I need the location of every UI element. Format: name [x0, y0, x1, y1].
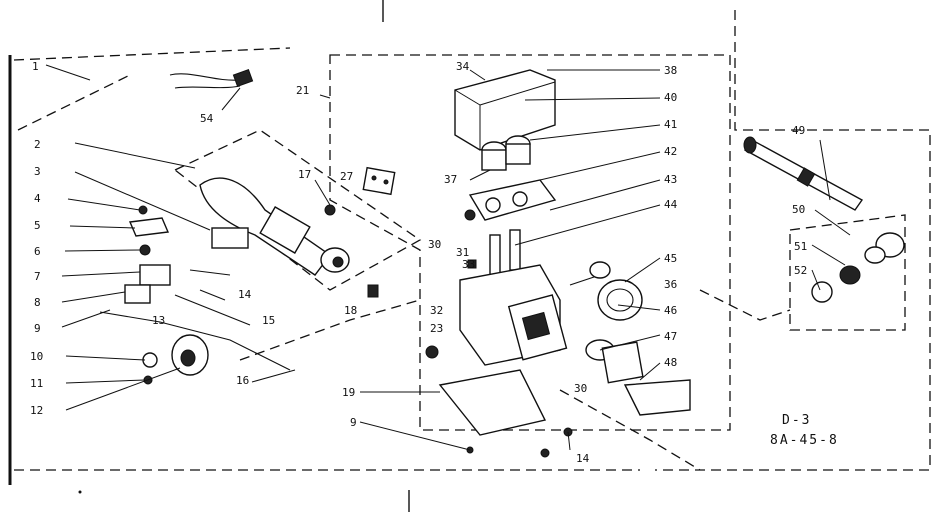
callout-43: 43: [664, 173, 677, 186]
valve-group-box: [329, 54, 731, 431]
bracket: [211, 227, 249, 249]
callout-19: 19: [342, 386, 355, 399]
callout-54: 54: [200, 112, 214, 125]
callout-34: 34: [456, 60, 470, 73]
stray-dot: [78, 490, 82, 494]
callout-3: 3: [34, 165, 41, 178]
callout-7: 7: [34, 270, 41, 283]
wire-harness: [169, 68, 254, 89]
callout-21: 21: [296, 84, 309, 97]
frame-top-left: [13, 47, 291, 61]
callout-51: 51: [794, 240, 807, 253]
leader-lines: [45, 64, 851, 451]
callout-45: 45: [664, 252, 677, 265]
leader-dash-a: [239, 299, 421, 361]
callout-2: 2: [34, 138, 41, 151]
callout-14b: 14: [576, 452, 590, 465]
callout-42: 42: [664, 145, 677, 158]
orifice-tube: [743, 136, 905, 303]
callout-11: 11: [30, 377, 43, 390]
callout-40: 40: [664, 91, 677, 104]
frame-diagonal: [17, 74, 131, 131]
leader-dash-b: [699, 289, 791, 321]
screw-17: [324, 204, 336, 216]
callout-9: 9: [34, 322, 41, 335]
callout-52: 52: [794, 264, 807, 277]
callout-50: 50: [792, 203, 805, 216]
callout-23: 23: [430, 322, 443, 335]
burner-tube: [199, 177, 350, 276]
callout-47: 47: [664, 330, 677, 343]
thermocouple-coil: [569, 261, 643, 321]
callout-13: 13: [152, 314, 165, 327]
leader-dash-c: [559, 389, 701, 471]
callout-10: 10: [30, 350, 43, 363]
callout-8: 8: [34, 296, 41, 309]
callout-41: 41: [664, 118, 677, 131]
burner-group-box: [173, 129, 422, 291]
callout-15: 15: [262, 314, 275, 327]
callout-9b: 9: [350, 416, 357, 429]
callout-46: 46: [664, 304, 677, 317]
gas-valve: [362, 69, 568, 366]
right-group-box: [655, 10, 931, 471]
callout-38: 38: [664, 64, 677, 77]
callout-36: 36: [664, 278, 677, 291]
clip-18: [367, 284, 379, 298]
callout-5: 5: [34, 219, 41, 232]
callout-32: 32: [430, 304, 443, 317]
callout-48: 48: [664, 356, 677, 369]
lower-right-parts: [585, 339, 691, 416]
callout-18: 18: [344, 304, 357, 317]
drawing-code-line2: 8A-45-8: [770, 433, 839, 448]
callout-14a: 14: [238, 288, 252, 301]
callout-6: 6: [34, 245, 41, 258]
callout-4: 4: [34, 192, 41, 205]
callout-37: 37: [444, 173, 457, 186]
callout-17: 17: [298, 168, 311, 181]
callout-12: 12: [30, 404, 43, 417]
callout-44: 44: [664, 198, 678, 211]
callout-49: 49: [792, 124, 805, 137]
callout-16: 16: [236, 374, 249, 387]
callout-31: 31: [456, 246, 469, 259]
callout-27: 27: [340, 170, 353, 183]
callout-30a: 30: [428, 238, 441, 251]
callout-33: 33: [462, 258, 475, 271]
fitting-box: [789, 214, 906, 331]
screw-14: [540, 448, 550, 458]
callout-1: 1: [32, 60, 39, 73]
drawing-code-line1: D-3: [782, 413, 811, 428]
mounting-bracket: [438, 369, 547, 436]
callout-30b: 30: [574, 382, 587, 395]
